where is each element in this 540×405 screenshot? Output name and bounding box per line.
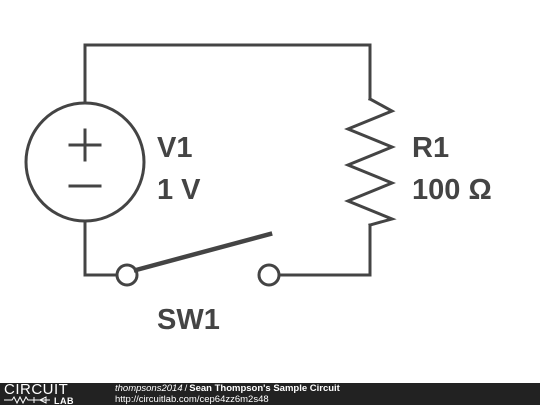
circuit-url-link[interactable]: http://circuitlab.com/cep64zz6m2s48 bbox=[115, 393, 269, 405]
r1-name-label: R1 bbox=[412, 132, 449, 164]
switch-lever bbox=[133, 231, 273, 273]
wire-right-bottom bbox=[277, 223, 372, 277]
v1-name-label: V1 bbox=[157, 132, 192, 164]
logo-resistor-icon bbox=[4, 395, 50, 405]
footer-line-2: http://circuitlab.com/cep64zz6m2s48 bbox=[115, 393, 340, 405]
wire-left-bottom bbox=[83, 219, 119, 277]
footer-bar: CIRCUIT LAB thompsons2014/Sean Thompson'… bbox=[0, 381, 540, 405]
footer-line-1: thompsons2014/Sean Thompson's Sample Cir… bbox=[115, 383, 340, 395]
sw1-name-label: SW1 bbox=[157, 304, 220, 336]
switch-terminal-left bbox=[115, 263, 139, 287]
circuit-schematic: V1 1 V R1 100 Ω SW1 bbox=[24, 43, 492, 336]
logo-wordmark-bottom: LAB bbox=[54, 396, 74, 405]
circuit-title: Sean Thompson's Sample Circuit bbox=[189, 383, 340, 394]
circuitlab-logo[interactable]: CIRCUIT LAB bbox=[4, 381, 106, 405]
footer-caption: thompsons2014/Sean Thompson's Sample Cir… bbox=[115, 383, 340, 405]
switch-sw1[interactable] bbox=[115, 231, 281, 287]
switch-terminal-right bbox=[257, 263, 281, 287]
resistor-r1[interactable] bbox=[344, 96, 397, 227]
logo-circuit-graphic: LAB bbox=[4, 395, 74, 405]
wire-left-top bbox=[83, 43, 372, 105]
v1-value-label: 1 V bbox=[157, 174, 201, 206]
logo-wordmark-top: CIRCUIT bbox=[4, 381, 69, 398]
voltage-source-circle bbox=[24, 101, 146, 223]
breadcrumb-separator: / bbox=[184, 383, 188, 394]
r1-value-label: 100 Ω bbox=[412, 174, 492, 206]
circuit-wires bbox=[83, 43, 372, 277]
author-name[interactable]: thompsons2014 bbox=[115, 383, 183, 394]
voltage-source-v1[interactable] bbox=[24, 101, 146, 223]
